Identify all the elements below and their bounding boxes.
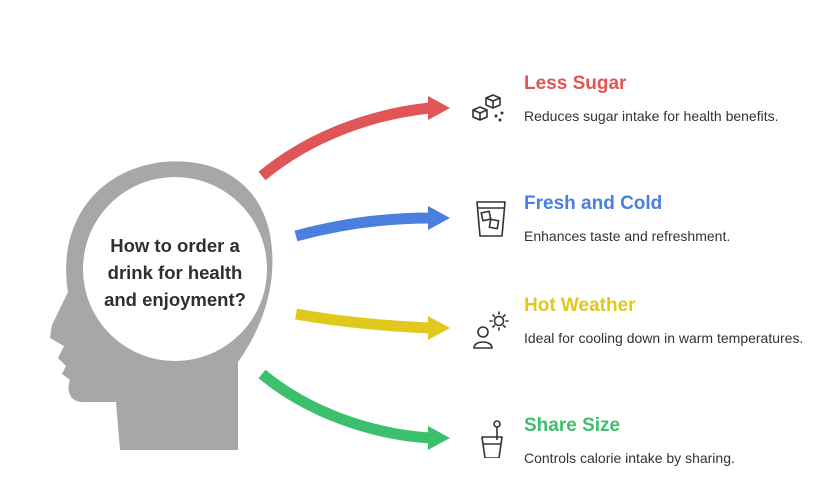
item-title: Less Sugar xyxy=(524,73,627,94)
sugar-cubes-icon xyxy=(472,94,504,122)
item-title: Share Size xyxy=(524,415,621,436)
arrow-less-sugar xyxy=(258,96,450,181)
iced-glass-icon xyxy=(476,201,506,237)
arrow-hot-weather xyxy=(295,308,450,340)
item-description: Controls calorie intake by sharing. xyxy=(524,450,735,466)
item-hot-weather: Hot Weather Ideal for cooling down in wa… xyxy=(524,295,804,348)
arrow-share-size xyxy=(258,369,450,450)
question-circle xyxy=(83,177,267,361)
item-description: Reduces sugar intake for health benefits… xyxy=(524,108,779,124)
central-question: How to order a drink for health and enjo… xyxy=(104,235,246,310)
person-sun-icon xyxy=(473,311,509,349)
item-share-size: Share Size Controls calorie intake by sh… xyxy=(524,415,804,468)
item-less-sugar: Less Sugar Reduces sugar intake for heal… xyxy=(524,73,804,126)
item-description: Enhances taste and refreshment. xyxy=(524,228,731,244)
item-title: Hot Weather xyxy=(524,295,636,316)
cup-straw-icon xyxy=(481,420,503,458)
item-description: Ideal for cooling down in warm temperatu… xyxy=(524,330,804,346)
item-title: Fresh and Cold xyxy=(524,193,663,214)
arrow-fresh-and-cold xyxy=(294,206,450,242)
item-fresh-and-cold: Fresh and Cold Enhances taste and refres… xyxy=(524,193,804,246)
